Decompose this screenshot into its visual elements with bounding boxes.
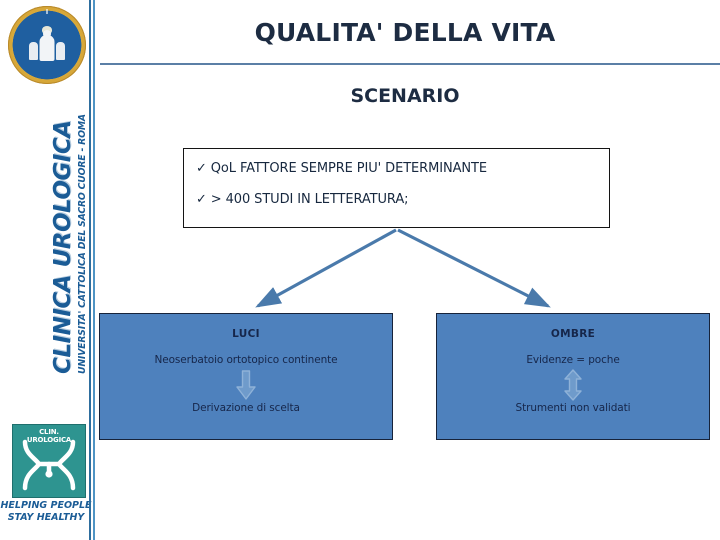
- luci-arrow-slot: [100, 370, 392, 400]
- ombre-top-text: Evidenze = poche: [526, 354, 620, 366]
- scenario-bullet-box: ✓QoL FATTORE SEMPRE PIU' DETERMINANTE ✓>…: [183, 148, 610, 228]
- ombre-bottom-text: Strumenti non validati: [515, 402, 631, 414]
- clinic-wordmark: CLINICA UROLOGICA UNIVERSITA' CATTOLICA …: [50, 114, 88, 374]
- luci-box: LUCI Neoserbatoio ortotopico continente …: [99, 313, 393, 440]
- clinica-urologica-logo-icon: CLIN. UROLOGICA: [12, 424, 86, 498]
- checkmark-icon: ✓: [196, 192, 207, 207]
- luci-bottom-text: Derivazione di scelta: [192, 402, 300, 414]
- divider-line-inner: [89, 0, 91, 540]
- ombre-box: OMBRE Evidenze = poche Strumenti non val…: [436, 313, 710, 440]
- ombre-header: OMBRE: [550, 328, 596, 340]
- sidebar-divider: [89, 0, 95, 540]
- connector-right: [397, 228, 551, 308]
- up-down-arrow-icon: [564, 369, 582, 401]
- luci-header: LUCI: [232, 328, 260, 340]
- seal-attendant-right: [56, 42, 65, 61]
- logo-caption: CLIN. UROLOGICA: [26, 428, 72, 444]
- wordmark-primary: CLINICA UROLOGICA: [50, 120, 76, 374]
- bullet-text: > 400 STUDI IN LETTERATURA;: [210, 192, 409, 207]
- ombre-arrow-slot: [437, 369, 709, 401]
- seal-head: [43, 30, 51, 39]
- bullet-item: ✓> 400 STUDI IN LETTERATURA;: [196, 192, 609, 207]
- universita-cattolica-seal-icon: [8, 6, 86, 84]
- checkmark-icon: ✓: [196, 161, 207, 176]
- bullet-text: QoL FATTORE SEMPRE PIU' DETERMINANTE: [210, 161, 487, 176]
- branding-sidebar: CLINICA UROLOGICA UNIVERSITA' CATTOLICA …: [0, 0, 93, 540]
- seal-attendant-left: [29, 42, 38, 61]
- divider-line-outer: [93, 0, 95, 540]
- wordmark-secondary: UNIVERSITA' CATTOLICA DEL SACRO CUORE - …: [77, 114, 88, 374]
- page-subtitle: SCENARIO: [350, 85, 460, 107]
- page-title: QUALITA' DELLA VITA: [254, 18, 556, 47]
- tagline-line-1: HELPING PEOPLE: [0, 500, 92, 511]
- logo-glyph-icon: [22, 439, 76, 491]
- down-arrow-icon: [236, 370, 256, 400]
- brand-tagline: HELPING PEOPLE STAY HEALTHY: [0, 500, 92, 524]
- seal-body: [39, 35, 55, 62]
- bullet-item: ✓QoL FATTORE SEMPRE PIU' DETERMINANTE: [196, 161, 609, 176]
- connector-left: [255, 228, 397, 308]
- luci-top-text: Neoserbatoio ortotopico continente: [154, 354, 338, 366]
- tagline-line-2: STAY HEALTHY: [7, 512, 85, 523]
- title-divider: [100, 63, 720, 65]
- seal-figure: [29, 26, 65, 66]
